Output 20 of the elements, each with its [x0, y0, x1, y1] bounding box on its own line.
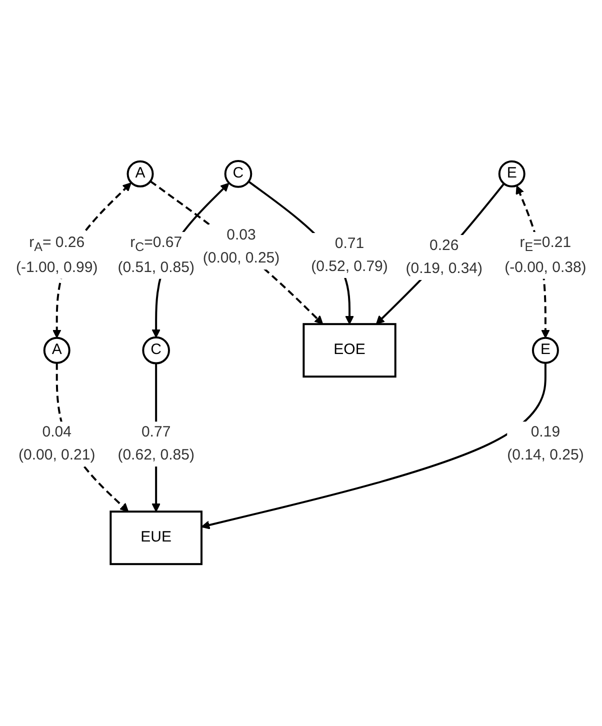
arrow [376, 184, 505, 325]
node-circle: E [498, 160, 526, 188]
edge-label: 0.04 (0.00, 0.21) [18, 424, 96, 464]
arrow [200, 363, 546, 530]
node-circle: C [142, 336, 170, 365]
node-box: EOE [302, 324, 396, 378]
edge-label: r$_{E}$=0.21 (-0.00, 0.38) [504, 234, 586, 276]
arrow [150, 180, 323, 325]
node-box: EUE [110, 511, 202, 566]
edge-label: 0.19 (0.14, 0.25) [506, 424, 584, 464]
edge-label: r$_{C}$=0.67 (0.51, 0.85) [118, 234, 194, 276]
node-circle: E [532, 337, 559, 364]
edge-label: 0.77 (0.62, 0.85) [118, 424, 194, 464]
edge-label: 0.26 (0.19, 0.34) [406, 237, 482, 277]
edge-label: 0.71 (0.52, 0.79) [311, 235, 388, 275]
edge-label: 0.03 (0.00, 0.25) [202, 227, 280, 267]
edge-label: r$_{A}$= 0.26 (-1.00, 0.99) [16, 234, 98, 276]
node-circle: A [43, 337, 70, 364]
node-circle: C [224, 160, 252, 188]
node-circle: A [126, 160, 154, 188]
